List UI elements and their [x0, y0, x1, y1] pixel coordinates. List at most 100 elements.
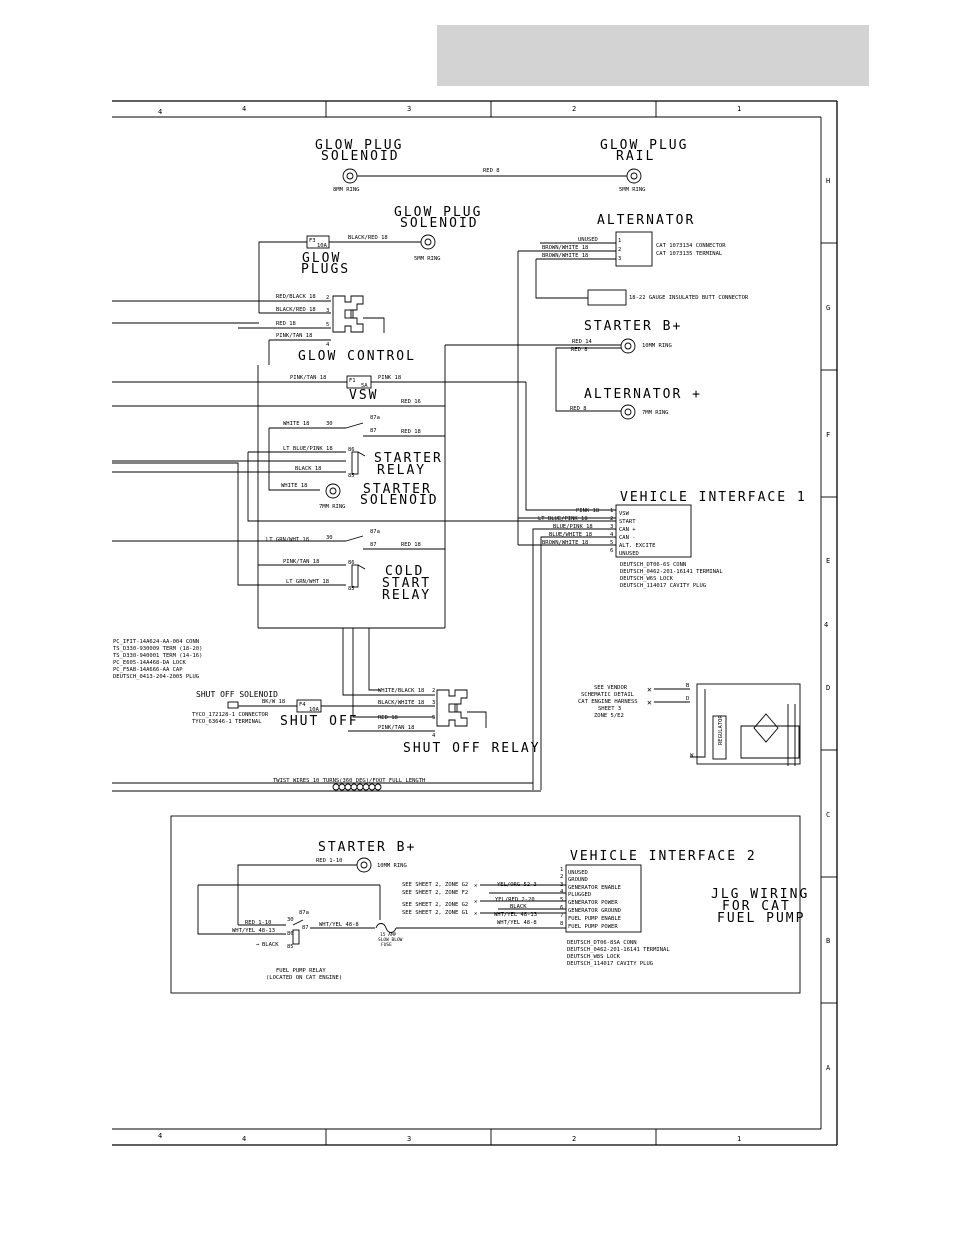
reg-d-label: D	[686, 696, 689, 702]
cat-terminal: CAT 1073135 TERMINAL	[656, 251, 723, 257]
vi2-func-4: PLUGGED	[568, 892, 591, 898]
so-wire-1: WHITE/BLACK 18	[378, 688, 424, 694]
vi1-wire-5: BROWN/WHITE 18	[542, 540, 588, 546]
vi2-note-4: DEUTSCH_114017 CAVITY PLUG	[567, 961, 653, 967]
vi2-wire-1: YEL/ORG 52-3	[497, 882, 537, 888]
pc-note-4: PC_E605-14A468-DA LOCK	[113, 660, 187, 666]
gp-solenoid2-label-1: GLOW PLUG	[394, 205, 482, 220]
starter-relay-circuit: WHITE 18 30 87a 87 RED 18 LT BLUE/PINK 1…	[112, 415, 616, 522]
vi1-func-1: VSW	[619, 511, 630, 517]
starter-b-plus-label: STARTER B+	[584, 319, 682, 334]
vi1-label: VEHICLE INTERFACE 1	[620, 490, 807, 505]
shut-off-circuit: SHUT OFF SOLENOID TYCO_172128-1 CONNECTO…	[192, 628, 541, 756]
vi1-note-3: DEUTSCH_W6S LOCK	[620, 576, 674, 582]
relay-pin-87a-b: 87a	[370, 529, 380, 535]
fuse-note-1: 15 AMP	[380, 932, 397, 938]
fp-relay-2: (LOCATED ON CAT ENGINE)	[266, 975, 342, 981]
vi2-wire-5: WHT/YEL 48-8	[497, 920, 537, 926]
zone-side-g: G	[826, 304, 830, 312]
jlg-note-1: JLG WIRING	[711, 887, 809, 902]
vi1-pin-1: 1	[610, 508, 613, 514]
main-bus	[257, 345, 446, 629]
wire-lt-blue-pink: LT BLUE/PINK 18	[283, 446, 333, 452]
zone-side-f: F	[826, 431, 830, 439]
vi2-note-2: DEUTSCH_0462-201-16141 TERMINAL	[567, 947, 670, 953]
so-pin-3: 3	[432, 700, 435, 706]
fp-pin-87: 87	[302, 925, 309, 931]
relay-pin-86-a: 86	[348, 447, 355, 453]
vi2-wire-4: WHT/YEL 48-13	[494, 912, 537, 918]
shut-off-relay-label: SHUT OFF RELAY	[403, 741, 541, 756]
starter-relay-label-1: STARTER	[374, 451, 443, 466]
see-sheet-2: SEE SHEET 2, ZONE F2	[402, 890, 468, 896]
wire-red-14: RED 14	[572, 339, 593, 345]
wire-pink-18: PINK 18	[378, 375, 401, 381]
fp-wht-13: WHT/YEL 48-13	[232, 928, 275, 934]
fp-red: RED 1-10	[245, 920, 272, 926]
ring-5mm-label-a: 5MM RING	[619, 187, 646, 193]
pc-notes: PC_IFIT-14A624-AA-004 CONN TS_D330-93000…	[113, 639, 202, 680]
fp-pin-87a: 87a	[299, 910, 309, 916]
zone-bottom-2: 2	[572, 1135, 576, 1143]
twisted-pair: TWIST WIRES 10 TURNS(360 DEG)/FOOT FULL …	[112, 778, 541, 792]
alt-unused: UNUSED	[578, 237, 598, 243]
relay-pin-85-a: 85	[348, 473, 355, 479]
zone-side-d: D	[826, 684, 830, 692]
starter-b-plus-2-label: STARTER B+	[318, 840, 416, 855]
cold-start-label-2: START	[382, 576, 431, 591]
tyco-connector: TYCO_172128-1 CONNECTOR	[192, 712, 269, 718]
pc-note-5: PC_F5AB-14A666-AA CAP	[113, 667, 183, 673]
vi1-note-2: DEUTSCH_0462-201-16141 TERMINAL	[620, 569, 723, 575]
fp-black: BLACK	[262, 942, 279, 948]
ring-7mm-label-b: 7MM RING	[319, 504, 346, 510]
ring-7mm-label-a: 7MM RING	[642, 410, 669, 416]
fp-pin-86: 86	[287, 931, 294, 937]
wire-red-8-b: RED 8	[570, 406, 587, 412]
glow-control-circuit: RED/BLACK 18 BLACK/RED 18 RED 18 PINK/TA…	[112, 294, 416, 365]
wire-white-18-a: WHITE 18	[283, 421, 310, 427]
vendor-note-4: SHEET 3	[598, 706, 621, 712]
vi2-pin-6: 6	[560, 905, 563, 911]
zone-side-e: E	[826, 557, 830, 565]
svg-text:✕: ✕	[474, 911, 477, 917]
fuse-f3-label: F3	[309, 238, 316, 244]
alternator-circuit: ALTERNATOR UNUSED BROWN/WHITE 18 BROWN/W…	[517, 213, 749, 519]
glow-plugs-label-1: GLOW	[302, 251, 341, 266]
regulator-label: REGULATOR	[718, 715, 724, 745]
svg-text:→: →	[256, 942, 260, 948]
so-pin-5: 5	[432, 715, 435, 721]
starter-solenoid-label-2: SOLENOID	[360, 493, 439, 508]
cold-start-relay-circuit: LT GRN/WHT 18 30 87a 87 RED 18 PINK/TAN …	[112, 462, 445, 603]
vendor-note-3: CAT ENGINE HARNESS	[578, 699, 638, 705]
vi1-pin-5: 5	[610, 540, 613, 546]
ring-10mm-2-label: 10MM RING	[377, 863, 407, 869]
see-sheet-4: SEE SHEET 2, ZONE G1	[402, 910, 468, 916]
vi2-func-2: GROUND	[568, 877, 588, 883]
reg-w-label: W	[690, 753, 694, 759]
regulator-detail: SEE VENDOR SCHEMATIC DETAIL CAT ENGINE H…	[578, 683, 801, 766]
glow-control-label: GLOW CONTROL	[298, 349, 416, 364]
tyco-terminal: TYCO_63646-1 TERMINAL	[192, 719, 262, 725]
glow-plugs-label-2: PLUGS	[301, 262, 350, 277]
gc-wire-2: BLACK/RED 18	[276, 307, 316, 313]
fp-pin-30: 30	[287, 917, 294, 923]
zone-bottom-4: 4	[242, 1135, 246, 1143]
gp-solenoid-label-2: SOLENOID	[321, 149, 400, 164]
glow-plug-rail-circuit: GLOW PLUG SOLENOID GLOW PLUG RAIL RED 8 …	[315, 138, 686, 193]
wire-white-18-b: WHITE 18	[281, 483, 308, 489]
vsw-circuit: F1 5A PINK/TAN 18 PINK 18 VSW RED 16	[112, 375, 616, 511]
gc-pin-2: 2	[326, 295, 329, 301]
gc-pin-4: 4	[326, 342, 330, 348]
vendor-note-1: SEE VENDOR	[594, 685, 628, 691]
butt-connector: 18-22 GAUGE INSULATED BUTT CONNECTOR	[629, 295, 749, 301]
pc-note-6: DEUTSCH_0413-204-2005 PLUG	[113, 674, 199, 680]
vi1-pin-3: 3	[610, 524, 613, 530]
relay-pin-87-a: 87	[370, 428, 377, 434]
shut-off-solenoid-label: SHUT OFF SOLENOID	[196, 690, 278, 699]
alt-pin-3: 3	[618, 256, 621, 262]
vi2-func-1: UNUSED	[568, 870, 588, 876]
ring-5mm-label-b: 5MM RING	[414, 256, 441, 262]
shut-off-label: SHUT OFF	[280, 714, 359, 729]
fuse-note-2: SLOW BLOW	[378, 937, 403, 943]
